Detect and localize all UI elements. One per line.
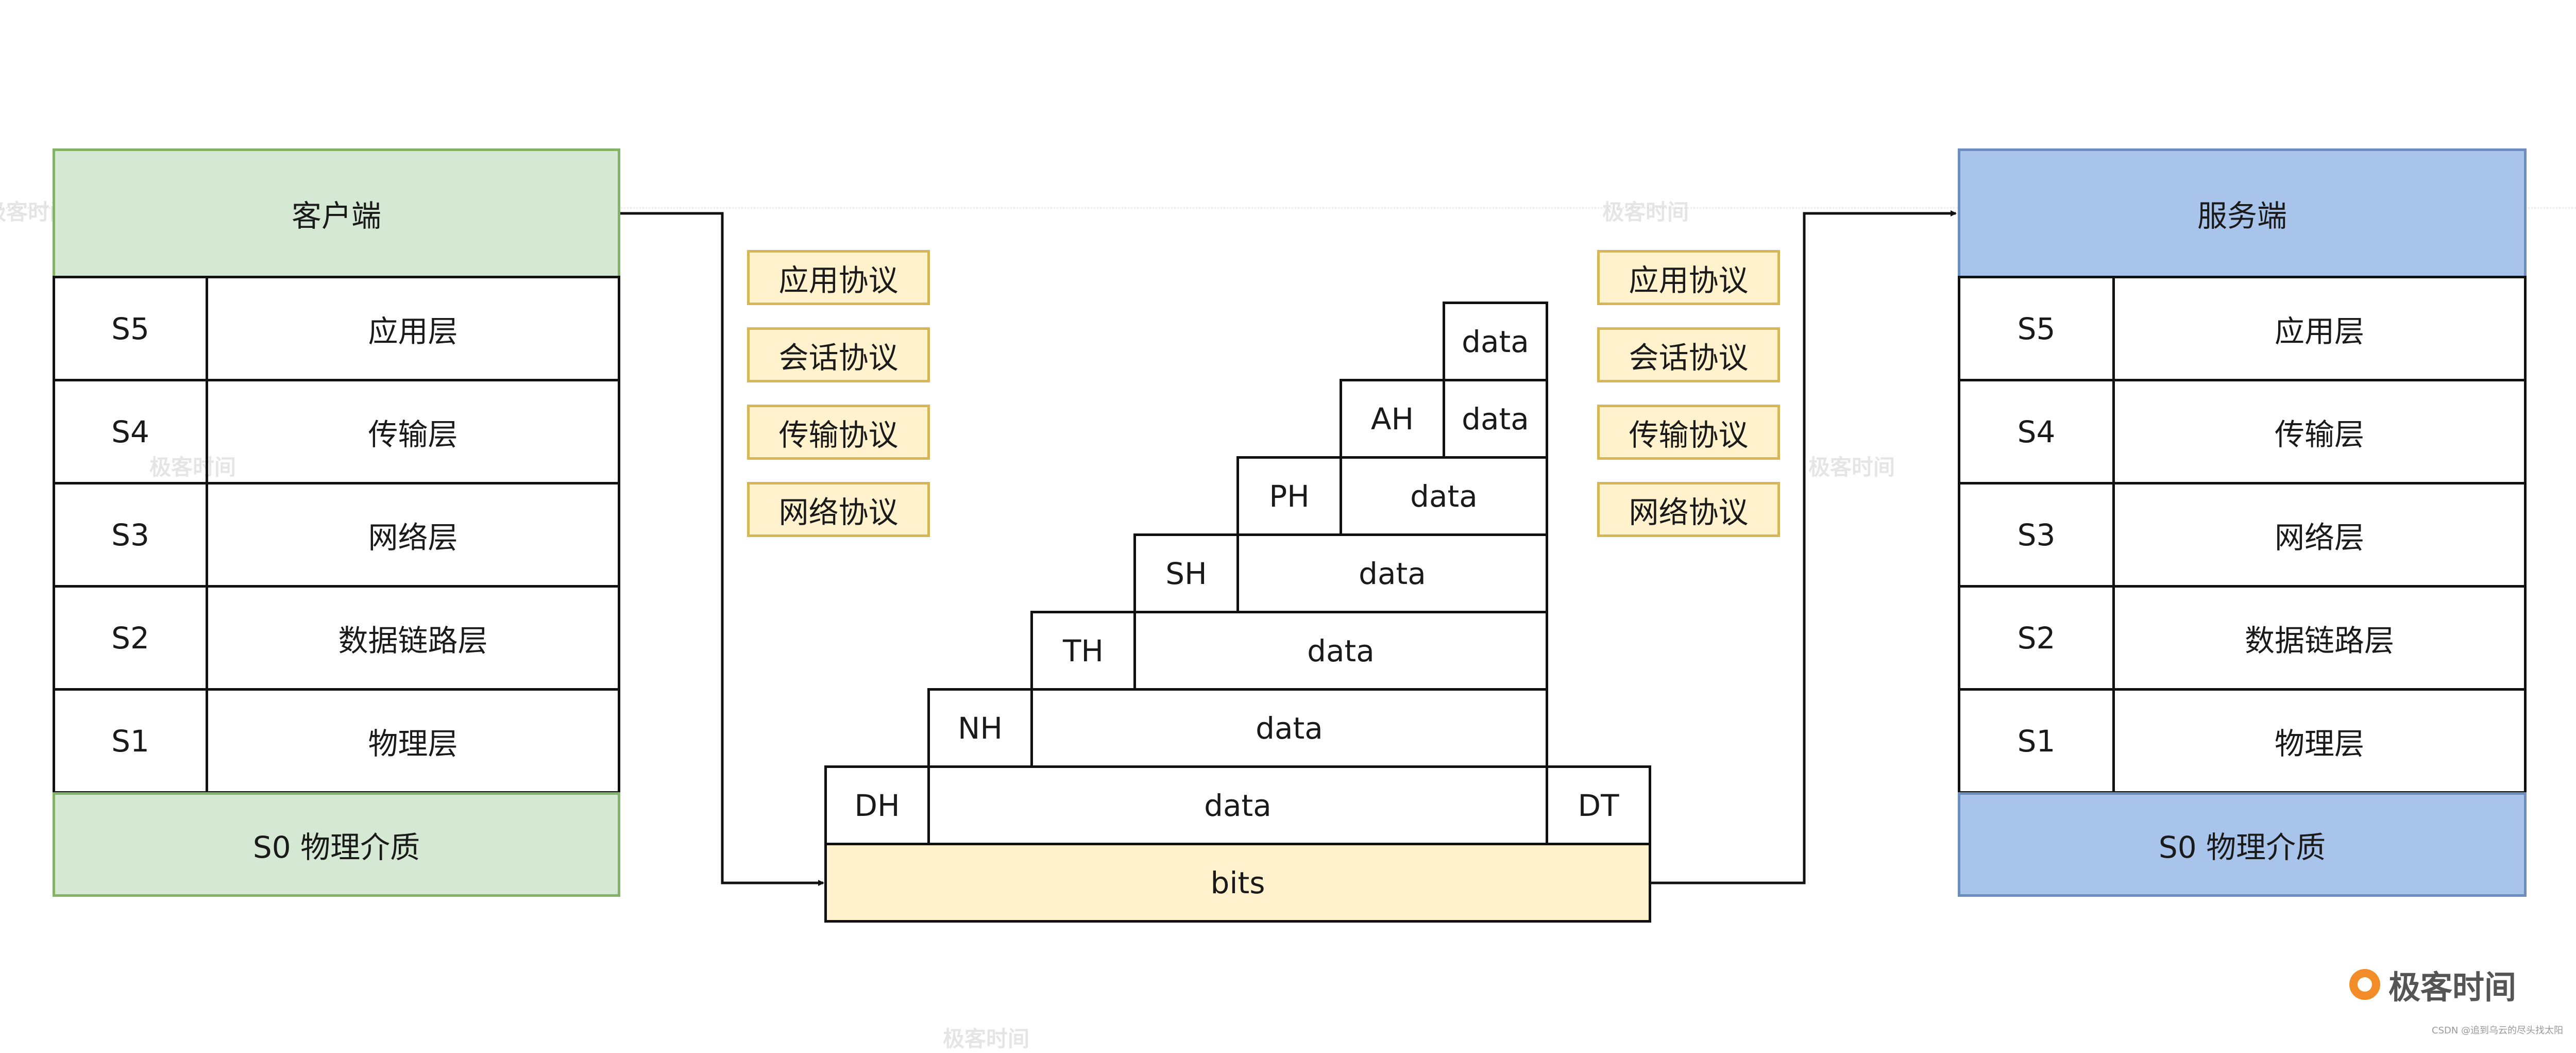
protocol-tag-right: 传输协议 bbox=[1597, 405, 1780, 460]
watermark: 极客时间 bbox=[149, 455, 236, 480]
protocol-tag-right: 会话协议 bbox=[1597, 327, 1780, 382]
client-title: 客户端 bbox=[53, 148, 620, 278]
client-layer-name: 传输层 bbox=[206, 379, 620, 484]
brand-logo-text: 极客时间 bbox=[2388, 968, 2517, 1006]
protocol-tag-left: 传输协议 bbox=[747, 405, 930, 460]
protocol-tag-left: 会话协议 bbox=[747, 327, 930, 382]
watermark: 极客时间 bbox=[1808, 455, 1895, 480]
server-medium: S0 物理介质 bbox=[1958, 792, 2527, 897]
brand-logo: 极客时间 bbox=[2349, 961, 2516, 1008]
server-title: 服务端 bbox=[1958, 148, 2527, 278]
protocol-tag-left: 应用协议 bbox=[747, 250, 930, 305]
watermark: 极客时间 bbox=[1602, 199, 1689, 225]
client-medium: S0 物理介质 bbox=[53, 792, 620, 897]
protocol-tag-left: 网络协议 bbox=[747, 482, 930, 537]
geek-time-logo-icon bbox=[2349, 969, 2380, 1000]
watermark-line bbox=[0, 207, 2576, 209]
protocol-tag-right: 网络协议 bbox=[1597, 482, 1780, 537]
client-to-bits-arrow bbox=[620, 212, 824, 886]
payload-cell: data bbox=[1236, 533, 1548, 613]
bits-cell: bits bbox=[824, 843, 1651, 923]
bits-to-server-arrow bbox=[1651, 210, 1957, 884]
source-credit: CSDN @追到乌云的尽头找太阳 bbox=[2432, 1025, 2564, 1036]
protocol-tag-right: 应用协议 bbox=[1597, 250, 1780, 305]
